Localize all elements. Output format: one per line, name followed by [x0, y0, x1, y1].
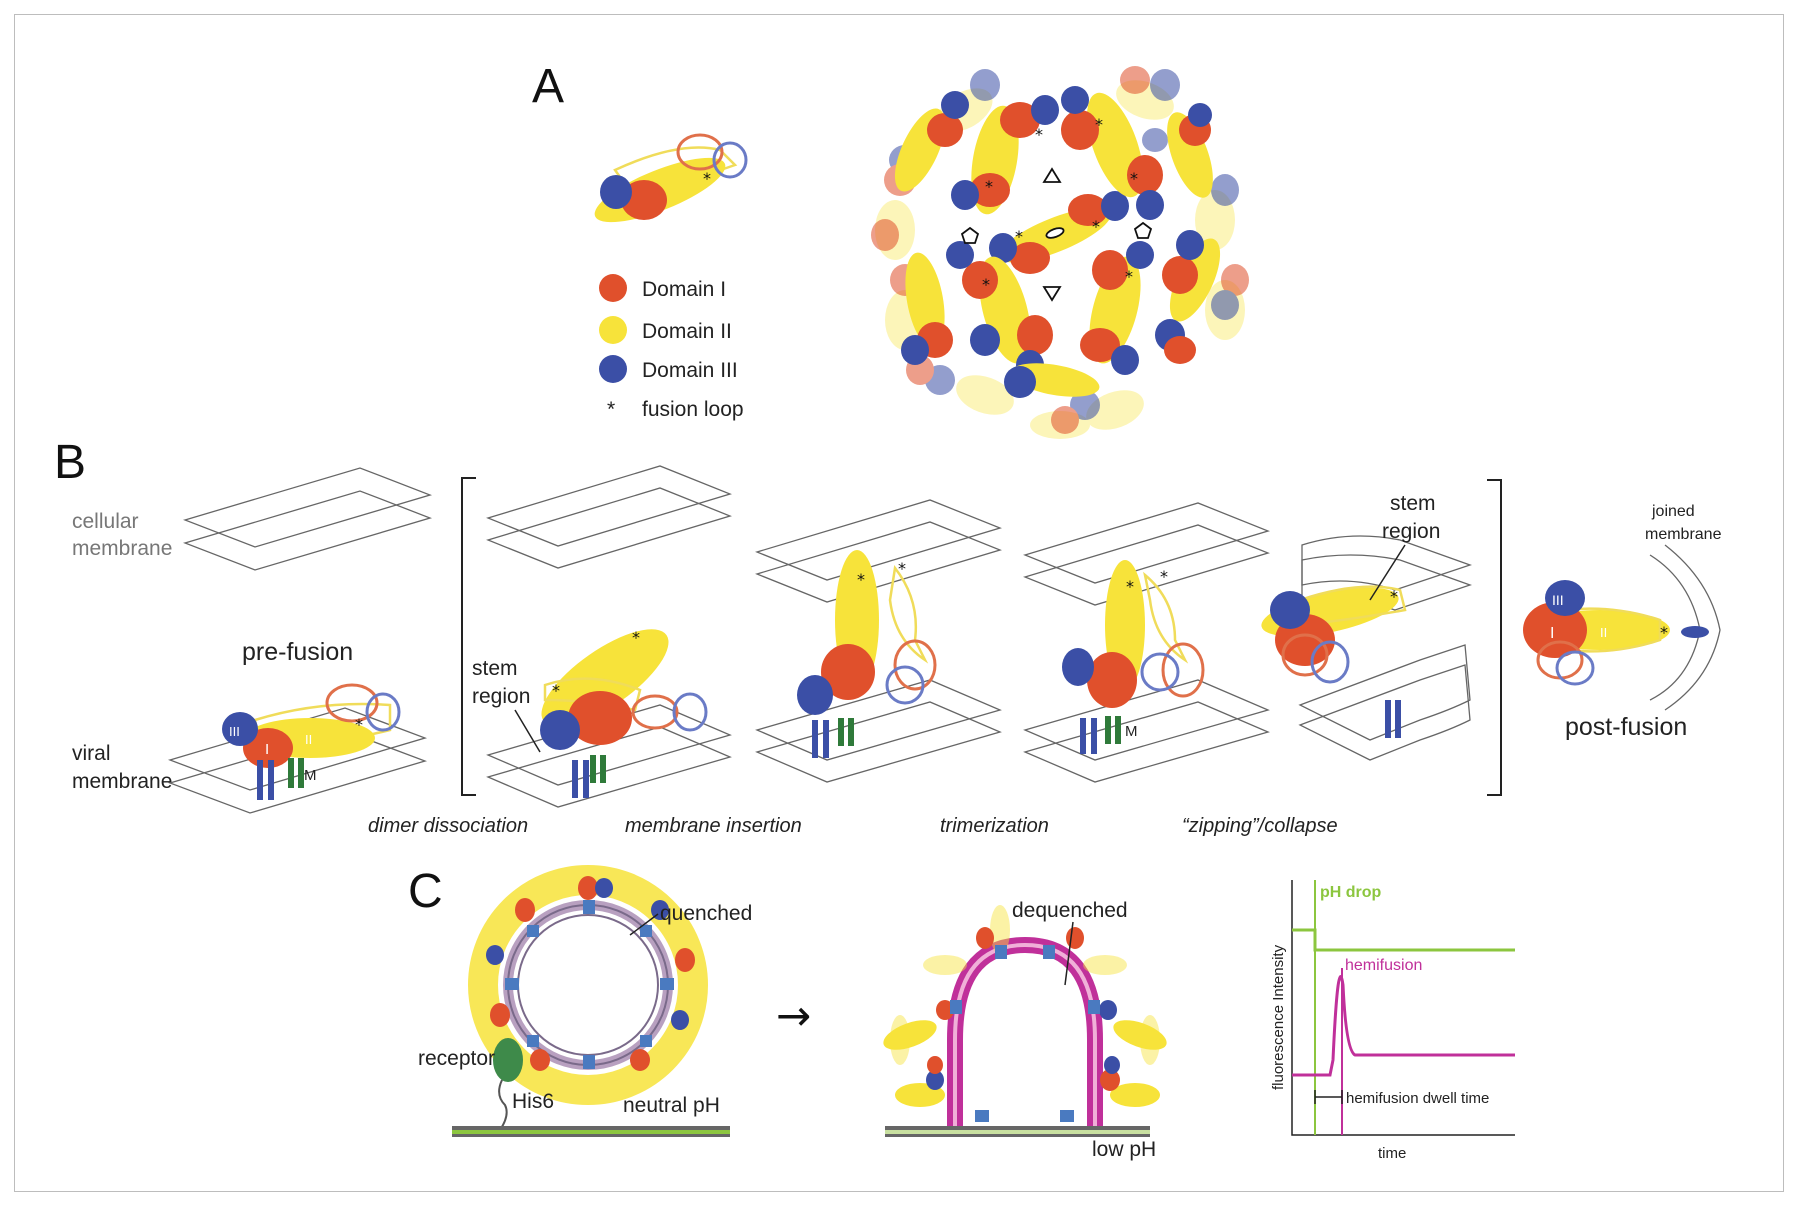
- legend-swatch-domain2: [599, 316, 627, 344]
- low-ph-label: low pH: [1092, 1138, 1156, 1161]
- fluorescence-trace-plot: pH drop hemifusion hemifusion dwell time…: [1270, 880, 1515, 1162]
- domain2-label-postfusion: II: [1600, 625, 1607, 640]
- dequenched-vesicle: [883, 905, 1167, 1128]
- stem-region-pointer: [514, 709, 541, 753]
- legend: Domain I Domain II Domain III * fusion l…: [599, 274, 744, 421]
- quenched-label: quenched: [660, 902, 752, 925]
- svg-text:*: *: [1092, 217, 1100, 236]
- receptor-label: receptor: [418, 1047, 495, 1070]
- step-trimerization: trimerization: [940, 815, 1049, 837]
- his6-tether: [498, 1079, 508, 1131]
- joined-membrane-label-line1: joined: [1651, 503, 1695, 520]
- legend-swatch-domain3: [599, 355, 627, 383]
- bracket-right: [1487, 479, 1502, 796]
- pre-fusion-label: pre-fusion: [242, 638, 353, 666]
- viral-membrane-label-line2: membrane: [72, 770, 172, 793]
- stem-region-label-line2: region: [472, 685, 530, 708]
- legend-fusion-loop-symbol: *: [607, 398, 615, 421]
- neutral-ph-label: neutral pH: [623, 1094, 720, 1117]
- step-zipping-collapse: “zipping”/collapse: [1182, 815, 1338, 837]
- svg-text:*: *: [632, 628, 640, 647]
- step-membrane-insertion: membrane insertion: [625, 815, 802, 837]
- stage4-membranes: [1023, 502, 1270, 783]
- x-axis-label: time: [1378, 1145, 1406, 1162]
- hemifusion-label: hemifusion: [1345, 957, 1422, 974]
- panel-c-letter: C: [408, 865, 443, 918]
- dwell-time-label: hemifusion dwell time: [1346, 1090, 1489, 1107]
- prefusion-protein: III I II * M: [222, 683, 401, 800]
- svg-text:*: *: [1125, 267, 1133, 286]
- cellular-membrane-label-line2: membrane: [72, 537, 172, 560]
- figure-frame: [14, 14, 1784, 1192]
- domain3-label-prefusion: III: [229, 724, 240, 739]
- svg-text:*: *: [1035, 125, 1043, 144]
- svg-text:*: *: [1390, 587, 1398, 606]
- domain1-label-postfusion: I: [1550, 625, 1554, 642]
- panel-a-letter: A: [532, 60, 564, 113]
- stage2-protein: * *: [540, 628, 708, 798]
- stage5-protein: *: [1261, 585, 1407, 738]
- receptor-shape: [493, 1038, 523, 1082]
- stem-region2-label-line1: stem: [1390, 492, 1436, 515]
- bracket-left: [461, 477, 476, 796]
- trace-axes: [1291, 880, 1515, 1136]
- svg-text:*: *: [1015, 227, 1023, 246]
- low-ph-surface: [885, 1126, 1150, 1137]
- dequenched-pointer: [1064, 921, 1074, 986]
- stem-region-label-line1: stem: [472, 657, 518, 680]
- cellular-membrane-label-line1: cellular: [72, 510, 139, 533]
- svg-text:*: *: [985, 177, 993, 196]
- step-dimer-dissociation: dimer dissociation: [368, 815, 528, 837]
- ph-drop-label: pH drop: [1320, 884, 1382, 901]
- stem-region2-label-line2: region: [1382, 520, 1440, 543]
- ph-drop-trace: [1292, 928, 1515, 952]
- legend-label-domain3: Domain III: [642, 359, 738, 382]
- legend-label-fusion-loop: fusion loop: [642, 398, 744, 421]
- svg-text:*: *: [857, 570, 865, 589]
- neutral-ph-surface: [452, 1126, 730, 1137]
- quenched-pointer: [629, 913, 659, 936]
- transition-arrow: →: [776, 991, 811, 1040]
- domain3-label-postfusion: III: [1552, 592, 1564, 608]
- svg-text:*: *: [1130, 169, 1138, 188]
- dequenched-label: dequenched: [1012, 899, 1128, 922]
- hemifusion-trace: [1292, 975, 1515, 1077]
- svg-text:*: *: [1660, 623, 1668, 642]
- legend-swatch-domain1: [599, 274, 627, 302]
- legend-label-domain1: Domain I: [642, 278, 726, 301]
- monomer-diagram: *: [594, 133, 748, 223]
- svg-text:*: *: [1126, 577, 1134, 596]
- svg-text:*: *: [703, 169, 711, 188]
- dwell-time-bracket: [1314, 1090, 1343, 1104]
- y-axis-label: fluorescence Intensity: [1270, 944, 1287, 1090]
- virion-surface: * * * * * * * *: [871, 66, 1249, 439]
- post-fusion-label: post-fusion: [1565, 713, 1687, 741]
- panel-b-letter: B: [54, 436, 86, 489]
- svg-text:*: *: [898, 559, 906, 578]
- viral-membrane-label-line1: viral: [72, 742, 111, 765]
- stage4-protein: * * M: [1062, 560, 1205, 754]
- svg-text:*: *: [1160, 567, 1168, 586]
- m-protein-label-trimer: M: [1125, 723, 1138, 740]
- m-protein-label-prefusion: M: [304, 767, 317, 784]
- stage5-membranes: [1298, 535, 1472, 761]
- his6-label: His6: [512, 1090, 554, 1113]
- legend-label-domain2: Domain II: [642, 320, 732, 343]
- svg-text:*: *: [355, 715, 363, 734]
- svg-text:*: *: [552, 681, 560, 700]
- domain2-label-prefusion: II: [305, 732, 312, 747]
- svg-text:*: *: [1095, 115, 1103, 134]
- joined-membrane-label-line2: membrane: [1645, 526, 1722, 543]
- quenched-vesicle: [468, 865, 708, 1105]
- stem-region2-pointer: [1369, 544, 1406, 601]
- postfusion-protein: III I II *: [1523, 544, 1721, 711]
- stage3-protein: * *: [797, 550, 937, 758]
- stage3-membranes: [755, 499, 1002, 783]
- stage2-membranes: [486, 465, 732, 808]
- domain1-label-prefusion: I: [265, 741, 269, 758]
- svg-text:*: *: [982, 275, 990, 294]
